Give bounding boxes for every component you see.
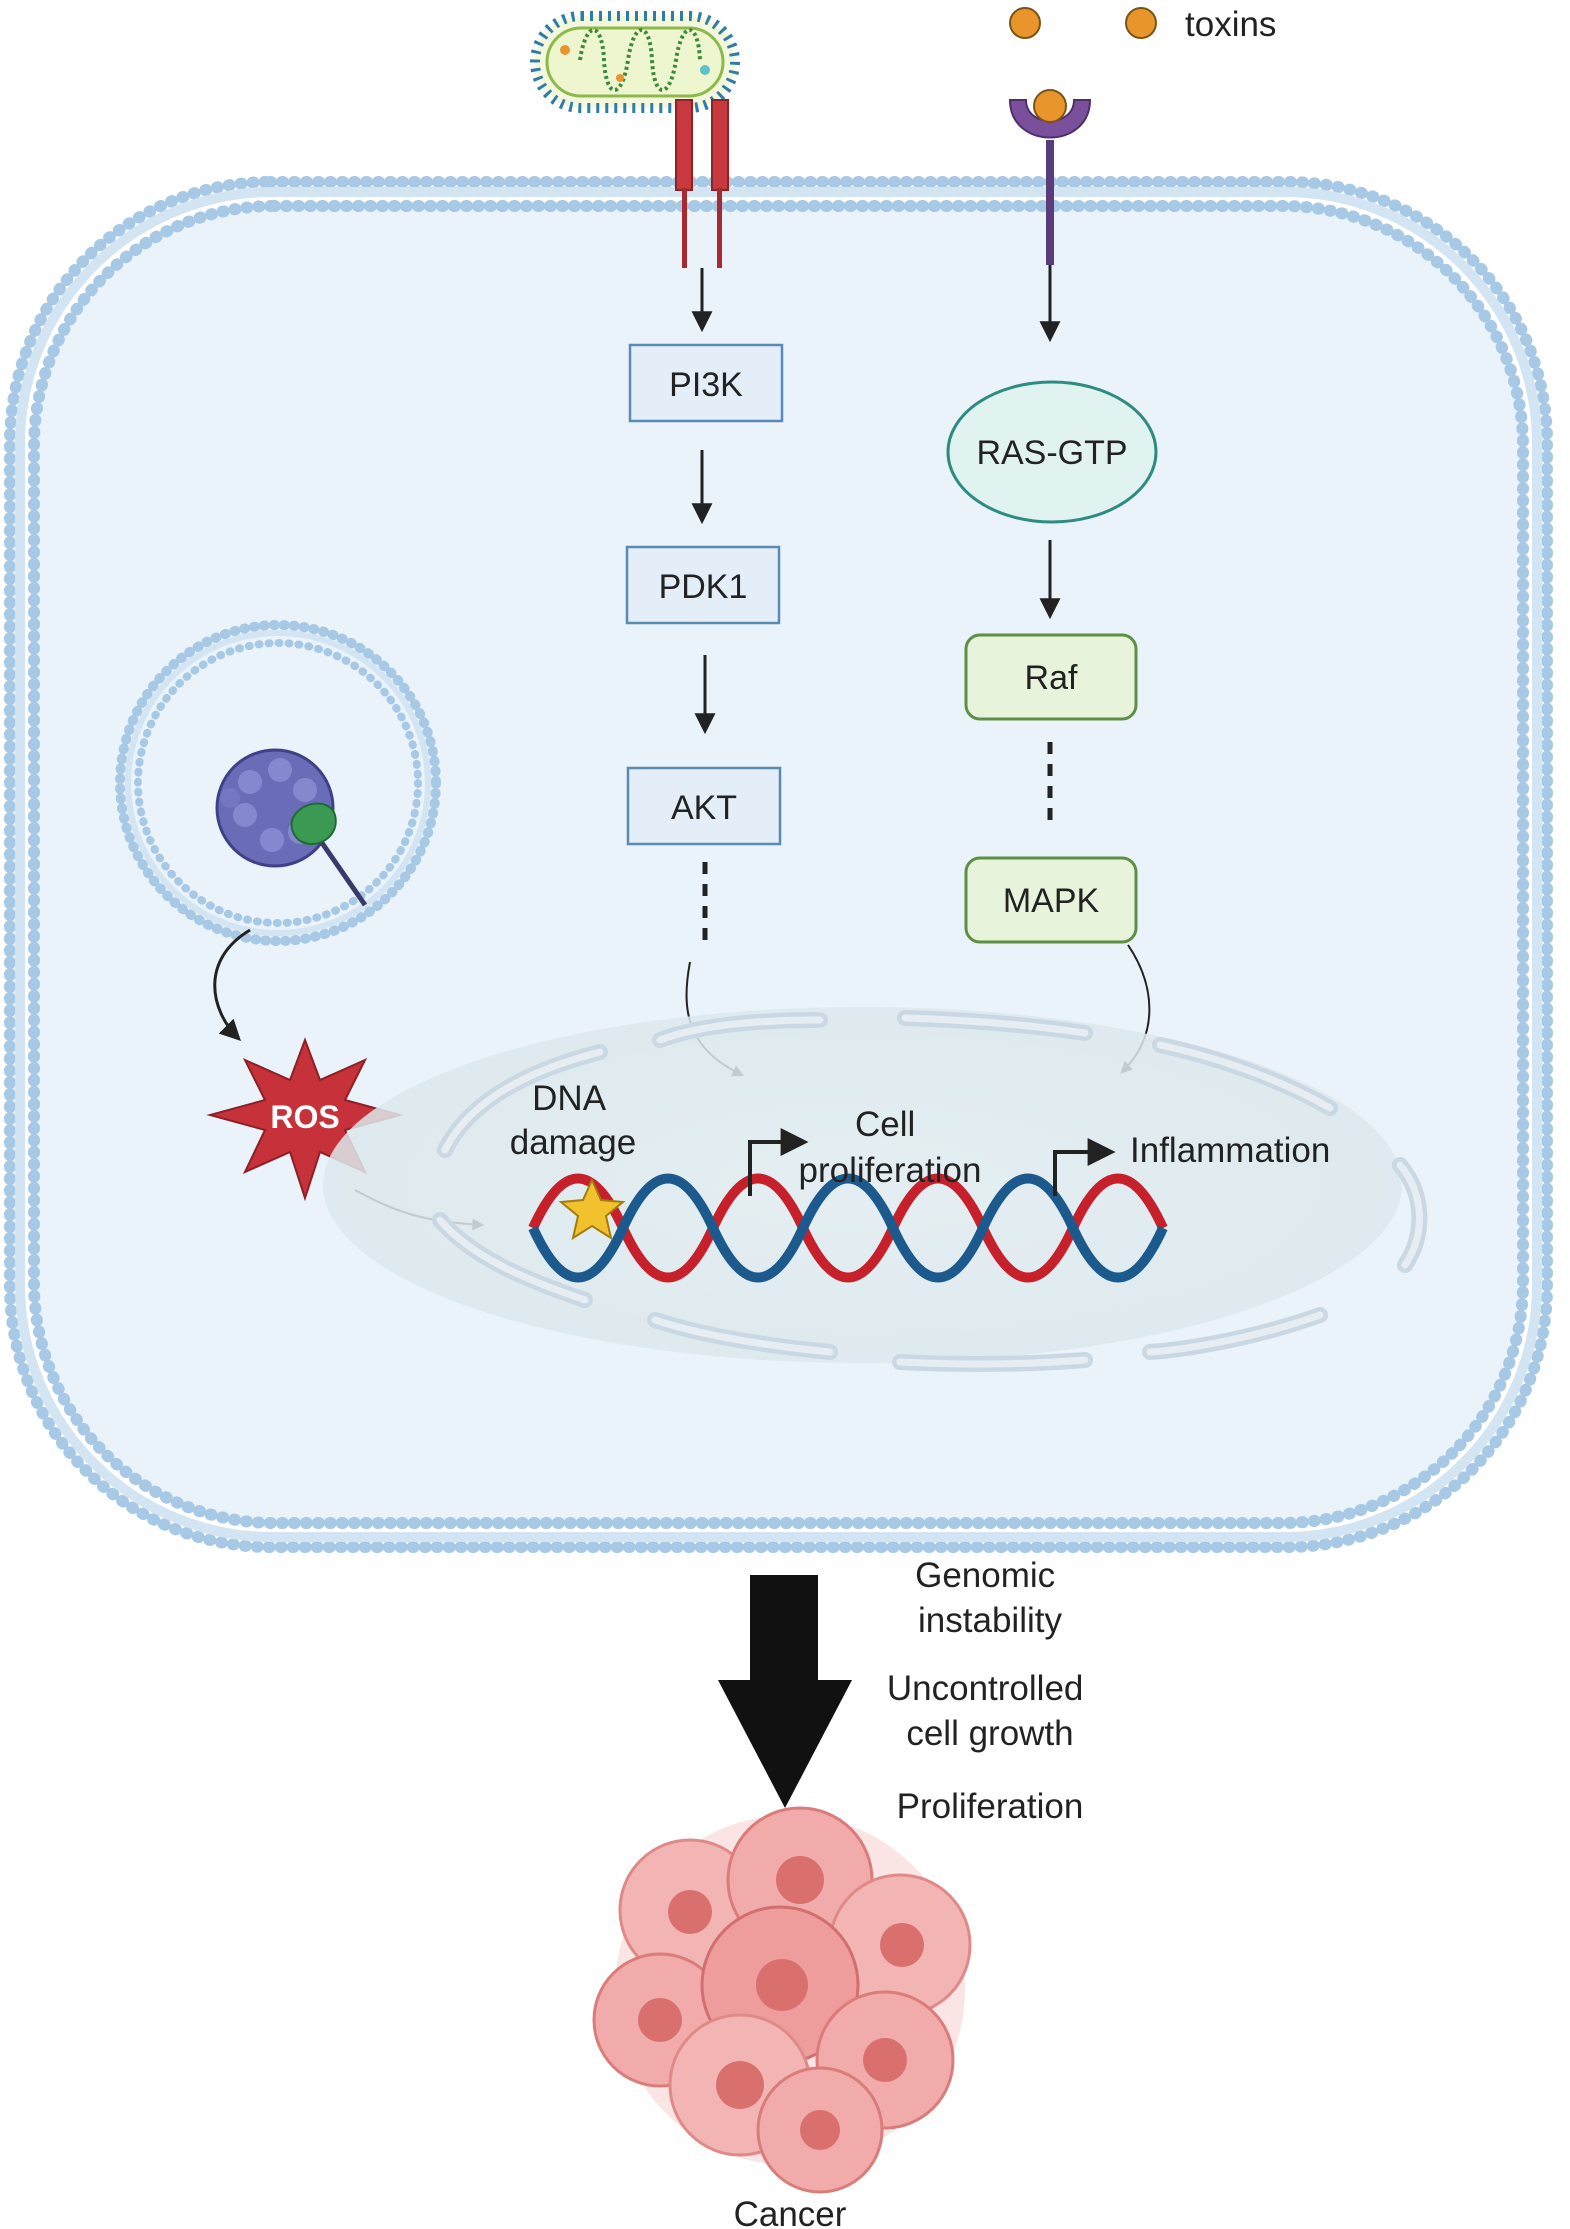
uncontrolled-growth-label: Uncontrolled cell growth	[887, 1669, 1093, 1753]
toxin-dot-icon	[1009, 7, 1041, 39]
ras-gtp-node: RAS-GTP	[946, 380, 1158, 524]
pi3k-box: PI3K	[628, 343, 784, 423]
outcomes-list: Genomic instability Uncontrolled cell gr…	[887, 1556, 1093, 1826]
svg-text:Raf: Raf	[1025, 659, 1078, 697]
raf-box: Raf	[964, 633, 1138, 721]
svg-text:AKT: AKT	[671, 789, 737, 827]
mapk-box: MAPK	[964, 856, 1138, 944]
dna-helix-icon	[528, 1173, 1168, 1283]
pi3k-pathway: PI3K PDK1 AKT	[625, 268, 784, 1077]
nucleus: DNA damage Cell proliferation Inflammati…	[323, 1007, 1428, 1373]
toxin-dot-icon	[1125, 7, 1157, 39]
bacterial-dna-coil-icon	[578, 28, 702, 92]
toxin-receptor-icon	[1008, 89, 1092, 265]
inflammation-label: Inflammation	[1130, 1131, 1330, 1170]
arrow-endosome-to-ros	[213, 928, 251, 1041]
svg-text:RAS-GTP: RAS-GTP	[976, 434, 1127, 472]
cancer-cell-cluster-icon	[592, 1806, 972, 2194]
svg-text:PI3K: PI3K	[669, 366, 743, 404]
bacterium	[530, 11, 740, 113]
endosome	[115, 620, 441, 1041]
outcome-arrow-icon	[718, 1575, 852, 1808]
svg-text:ROS: ROS	[270, 1099, 339, 1135]
genomic-instability-label: Genomic instability	[915, 1556, 1065, 1640]
pdk1-box: PDK1	[625, 545, 781, 625]
cancer-label: Cancer	[734, 2195, 847, 2229]
cell-proliferation-label: Cell proliferation	[799, 1105, 982, 1190]
ras-pathway: RAS-GTP Raf MAPK	[946, 265, 1158, 1074]
proliferation-label: Proliferation	[897, 1787, 1084, 1826]
transcription-arrow-proliferation-icon	[748, 1128, 809, 1196]
toxin-legend: toxins	[1009, 5, 1276, 44]
damage-star-icon	[558, 1177, 626, 1241]
cell-membrane-outer	[4, 176, 1553, 1553]
tlr-receptor-icon	[675, 99, 729, 268]
toxins-label: toxins	[1185, 5, 1276, 44]
svg-text:PDK1: PDK1	[659, 568, 748, 606]
dna-damage-label: DNA damage	[510, 1079, 636, 1162]
svg-text:MAPK: MAPK	[1003, 882, 1100, 920]
akt-box: AKT	[626, 766, 782, 846]
virus-particle-icon	[215, 748, 368, 907]
transcription-arrow-inflammation-icon	[1053, 1138, 1116, 1196]
